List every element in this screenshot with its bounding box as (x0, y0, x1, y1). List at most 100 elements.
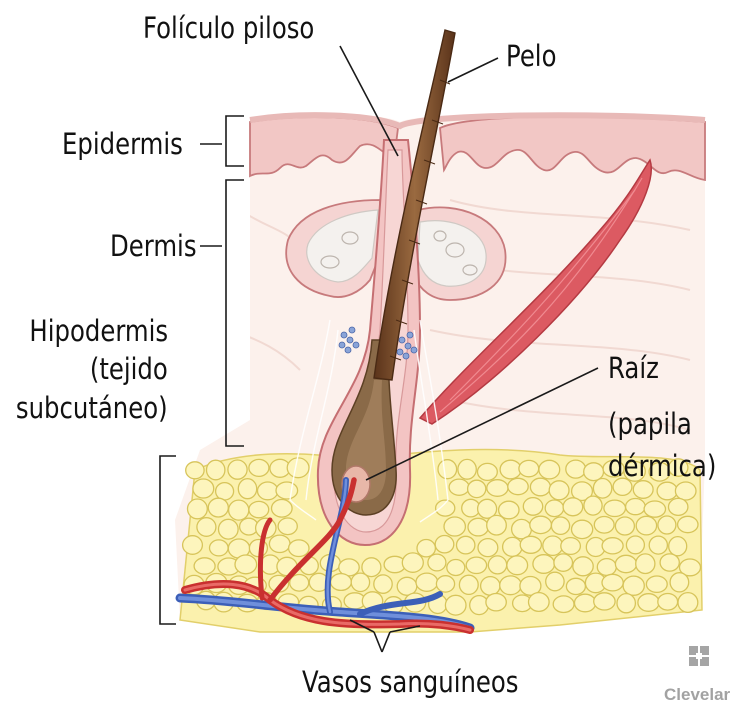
fat-cell (657, 482, 677, 500)
fat-cell (374, 575, 392, 593)
fat-cell (228, 460, 247, 479)
fat-cell (468, 480, 486, 497)
label-blood-vessels: Vasos sanguíneos (302, 666, 518, 699)
fat-cell (208, 498, 228, 517)
fat-cell (554, 554, 573, 571)
label-hypodermis-line1: Hipodermis (29, 315, 168, 348)
fat-cell (584, 463, 604, 481)
fat-cell (584, 496, 602, 515)
fat-cell (229, 500, 249, 520)
fat-cell (289, 540, 309, 557)
fat-cell (636, 554, 655, 574)
fat-cell (675, 482, 696, 500)
fat-cell (669, 537, 687, 556)
fat-cell (543, 536, 563, 555)
fat-cell (573, 557, 593, 576)
fat-cell (519, 460, 539, 476)
fat-cell (249, 459, 269, 476)
fat-cell (636, 516, 656, 535)
fat-cell (623, 576, 644, 595)
fat-cell (287, 458, 309, 478)
label-epidermis: Epidermis (62, 128, 183, 161)
fat-cell (235, 555, 257, 574)
fat-cell (428, 554, 446, 571)
fat-cell (457, 536, 475, 554)
fat-cell (478, 539, 498, 557)
fat-cell (678, 516, 698, 532)
fat-cell (546, 572, 564, 591)
fat-cell (207, 460, 225, 480)
fat-cell (188, 499, 208, 519)
fat-cell (669, 498, 688, 515)
fat-cell (566, 460, 586, 478)
fat-cell (594, 517, 614, 534)
fat-cell (219, 519, 239, 539)
fat-cell (468, 518, 488, 536)
fat-cell (507, 556, 528, 575)
fat-cell (416, 573, 438, 591)
fat-cell (508, 478, 528, 494)
fat-cell (186, 462, 204, 479)
fat-cell (193, 479, 214, 498)
fat-cell (216, 483, 234, 500)
fat-cell (197, 518, 216, 537)
fat-cell (626, 536, 644, 554)
fat-cell (194, 558, 215, 574)
fat-cell (210, 540, 229, 556)
label-hair: Pelo (506, 40, 556, 73)
fat-cell (487, 515, 507, 535)
fat-cell (258, 482, 278, 500)
fat-cell (660, 554, 679, 571)
cleveland-clinic-cross-logo-icon (689, 646, 709, 666)
fat-cell (530, 478, 550, 496)
fat-cell (478, 463, 498, 480)
fat-cell (447, 560, 465, 576)
label-root-line2: (papila (608, 408, 692, 441)
fat-cell (523, 498, 542, 516)
label-hypodermis-line2: (tejido (90, 353, 168, 386)
fat-cell (503, 537, 522, 556)
bracket-dermis (226, 180, 244, 446)
fat-cell (626, 499, 646, 515)
fat-cell (602, 538, 623, 554)
fat-cell (238, 479, 256, 499)
fat-cell (545, 500, 563, 517)
fat-cell (553, 596, 574, 613)
fat-cell (183, 536, 203, 555)
fat-cell (678, 593, 698, 613)
fat-cell (644, 501, 665, 517)
fat-cell (249, 501, 269, 517)
fat-cell (597, 559, 616, 576)
fat-cell (417, 540, 435, 557)
leader-blood-vessels (374, 632, 390, 652)
label-hypodermis-line3: subcutáneo) (16, 392, 168, 425)
fat-cell (435, 536, 454, 553)
fat-cell (351, 573, 369, 591)
fat-cell (566, 578, 585, 594)
label-root-line1: Raíz (608, 352, 659, 385)
label-dermis: Dermis (110, 230, 197, 263)
fat-cell (500, 460, 521, 479)
fat-cell (449, 479, 469, 495)
fat-cell (658, 516, 676, 534)
bracket-hypodermis (160, 456, 176, 624)
fat-cell (575, 594, 596, 612)
fat-cell (615, 555, 636, 572)
fat-cell (500, 576, 522, 595)
fat-cell (530, 516, 552, 533)
fat-cell (458, 459, 476, 479)
fat-cell (520, 536, 541, 553)
fat-cell (487, 480, 508, 497)
fat-cell (438, 460, 457, 479)
fat-cell (563, 498, 583, 516)
label-hair-follicle: Folículo piloso (143, 12, 314, 45)
fat-cell (278, 518, 297, 535)
fat-cell (436, 576, 454, 592)
fat-cell (549, 481, 569, 500)
fat-cell (459, 575, 478, 594)
fat-cell (470, 596, 489, 615)
fat-cell (646, 576, 667, 592)
fat-cell (594, 593, 615, 610)
fat-cell (276, 482, 298, 499)
